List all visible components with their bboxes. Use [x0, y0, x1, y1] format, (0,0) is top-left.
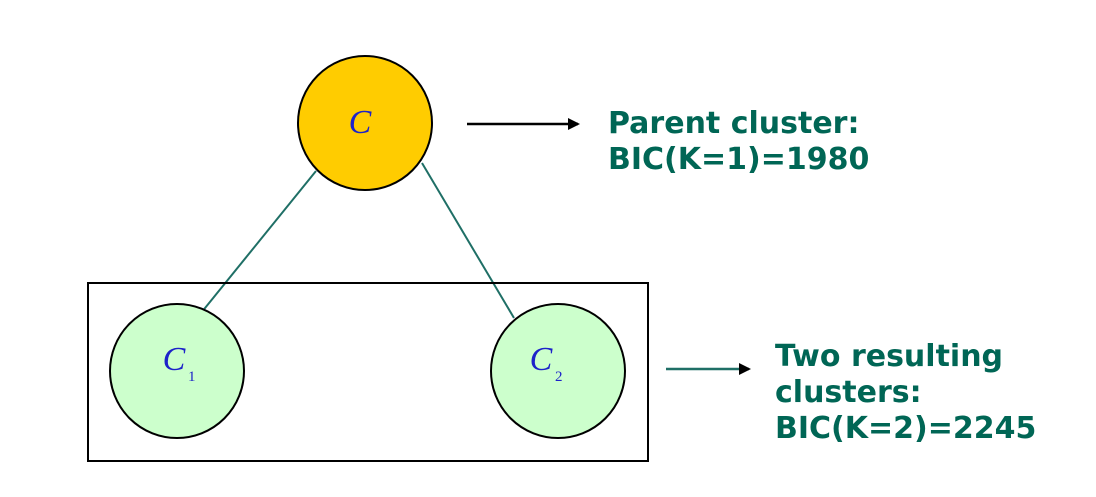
parent-caption-bic-value: BIC(K=1)=1980: [608, 142, 870, 177]
child-cluster-2-node: C 2: [490, 303, 626, 439]
parent-cluster-label: C: [349, 104, 372, 141]
children-caption-line-2: clusters:: [775, 375, 922, 410]
child-cluster-1-label: C: [163, 341, 186, 378]
child-cluster-2-label: C: [530, 341, 553, 378]
children-caption-line-1: Two resulting: [775, 339, 1004, 374]
child-cluster-2-subscript: 2: [555, 369, 563, 385]
child-cluster-1-subscript: 1: [188, 369, 196, 385]
edge-parent-to-child2: [421, 162, 515, 319]
children-group-box: [87, 282, 649, 462]
edge-parent-to-child1: [200, 170, 317, 314]
parent-caption-line-1: Parent cluster:: [608, 106, 860, 141]
child-cluster-2-circle: [490, 303, 626, 439]
child-cluster-1-node: C 1: [109, 303, 245, 439]
child-cluster-1-circle: [109, 303, 245, 439]
children-caption-bic-value: BIC(K=2)=2245: [775, 411, 1037, 446]
parent-cluster-node: C: [297, 55, 433, 191]
parent-cluster-caption: Parent cluster: BIC(K=1)=1980: [608, 106, 869, 178]
parent-cluster-circle: [297, 55, 433, 191]
children-clusters-caption: Two resulting clusters: BIC(K=2)=2245: [775, 339, 1036, 447]
